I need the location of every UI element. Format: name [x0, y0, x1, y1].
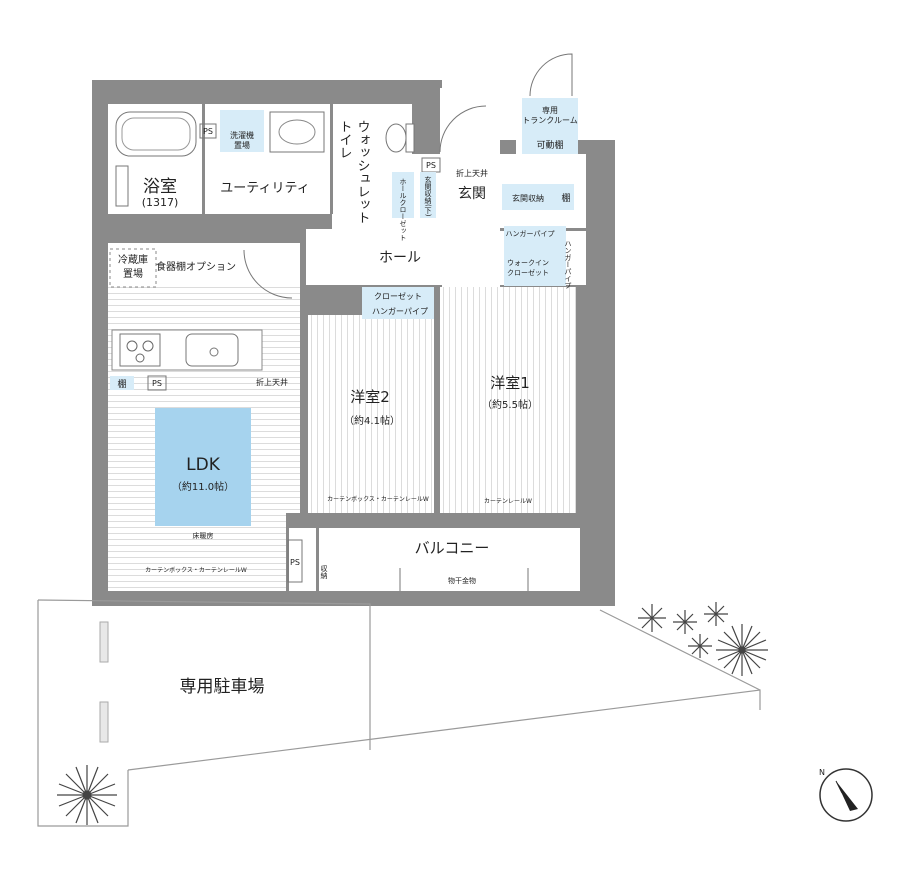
entrance-door-swing	[439, 105, 487, 153]
ps-balcony-label: PS	[290, 558, 300, 567]
ceiling-ldk: 折上天井	[256, 377, 288, 387]
curtain-western2: カーテンボックス・カーテンレールW	[327, 495, 429, 503]
room-western1: 洋室1	[490, 374, 530, 392]
trunk-door-swing	[529, 53, 573, 97]
room-entrance: 玄関	[458, 185, 486, 202]
trunk-label-1: 専用	[542, 105, 558, 115]
floor-heating-label: 床暖房	[193, 531, 214, 540]
room-western2: 洋室2	[350, 388, 390, 406]
ceiling-entrance: 折上天井	[456, 168, 488, 178]
wic-side-pipe-label: ハンガーパイプ	[564, 240, 572, 289]
closet-western2	[362, 287, 434, 319]
room-western1-size: （約5.5帖）	[482, 398, 538, 411]
curtain-ldk: カーテンボックス・カーテンレールW	[145, 566, 247, 574]
room-western2-size: （約4.1帖）	[344, 414, 400, 427]
ps-bath	[199, 123, 217, 139]
stove-icon	[119, 333, 161, 367]
wic-label-2: クローゼット	[507, 268, 549, 277]
closet-label: クローゼット	[374, 291, 422, 301]
ps-kitchen-label: PS	[152, 379, 162, 388]
washer-label-1: 洗濯機	[230, 130, 254, 140]
hall-closet-label: ホールクローゼット	[399, 178, 407, 241]
room-toilet-a: トイレ	[337, 120, 352, 159]
room-bath: 浴室	[143, 177, 177, 197]
dish-option-label: 食器棚オプション	[156, 260, 236, 273]
compass-icon	[819, 768, 873, 822]
room-bath-size: (1317)	[142, 196, 179, 209]
balcony-storage-label: 収納	[320, 565, 328, 580]
entrance-shelf-label: 棚	[561, 192, 570, 204]
ldk-door-swing	[243, 249, 293, 299]
room-hall: ホール	[379, 250, 421, 266]
compass-n-label: N	[819, 768, 825, 777]
closet-pipe-label: ハンガーパイプ	[372, 306, 428, 316]
movable-shelf-label: 可動棚	[536, 139, 563, 151]
ps-kitchen	[147, 375, 167, 391]
wic-pipe-label: ハンガーパイプ	[506, 229, 555, 238]
hall-closet	[392, 172, 414, 218]
bath-bench	[115, 165, 129, 207]
trunk-room	[522, 98, 578, 154]
room-ldk-size: （約11.0帖）	[172, 480, 234, 493]
curtain-western1: カーテンレールW	[484, 498, 532, 505]
room-ldk: LDK	[186, 455, 221, 475]
entrance-storage-vertical-label: 玄関収納(下)	[424, 175, 432, 217]
ldk-shelf-label: 棚	[117, 378, 126, 390]
room-toilet-b: ウォッシュレット	[355, 120, 370, 224]
tree-icon	[57, 602, 768, 825]
washer-label-2: 置場	[234, 140, 250, 150]
washer-area	[220, 110, 264, 152]
toilet-icon	[385, 123, 415, 153]
drying-hardware-label: 物干金物	[448, 576, 476, 585]
room-utility: ユーティリティ	[220, 181, 309, 196]
bathtub-icon	[115, 111, 197, 157]
room-floors	[108, 88, 586, 591]
trunk-label-2: トランクルーム	[522, 116, 578, 125]
kitchen-sink-icon	[185, 333, 239, 367]
room-balcony: バルコニー	[415, 539, 490, 557]
sink-icon	[269, 111, 325, 153]
ldk-shelf	[110, 376, 134, 390]
ps-bath-label: PS	[203, 127, 213, 136]
entrance-storage-label: 玄関収納	[512, 193, 544, 203]
fridge-label-1: 冷蔵庫	[118, 253, 148, 266]
ps-toilet-label: PS	[426, 161, 436, 170]
room-parking: 専用駐車場	[180, 677, 265, 697]
entrance-storage-vertical	[420, 172, 436, 218]
entrance-storage	[502, 184, 574, 210]
ps-balcony	[287, 539, 303, 583]
parking-lot-outline	[37, 599, 761, 827]
walk-in-closet	[504, 226, 566, 286]
fridge-label-2: 置場	[123, 267, 143, 280]
floor-heating-area	[155, 408, 251, 526]
wic-label-1: ウォークイン	[507, 259, 549, 267]
